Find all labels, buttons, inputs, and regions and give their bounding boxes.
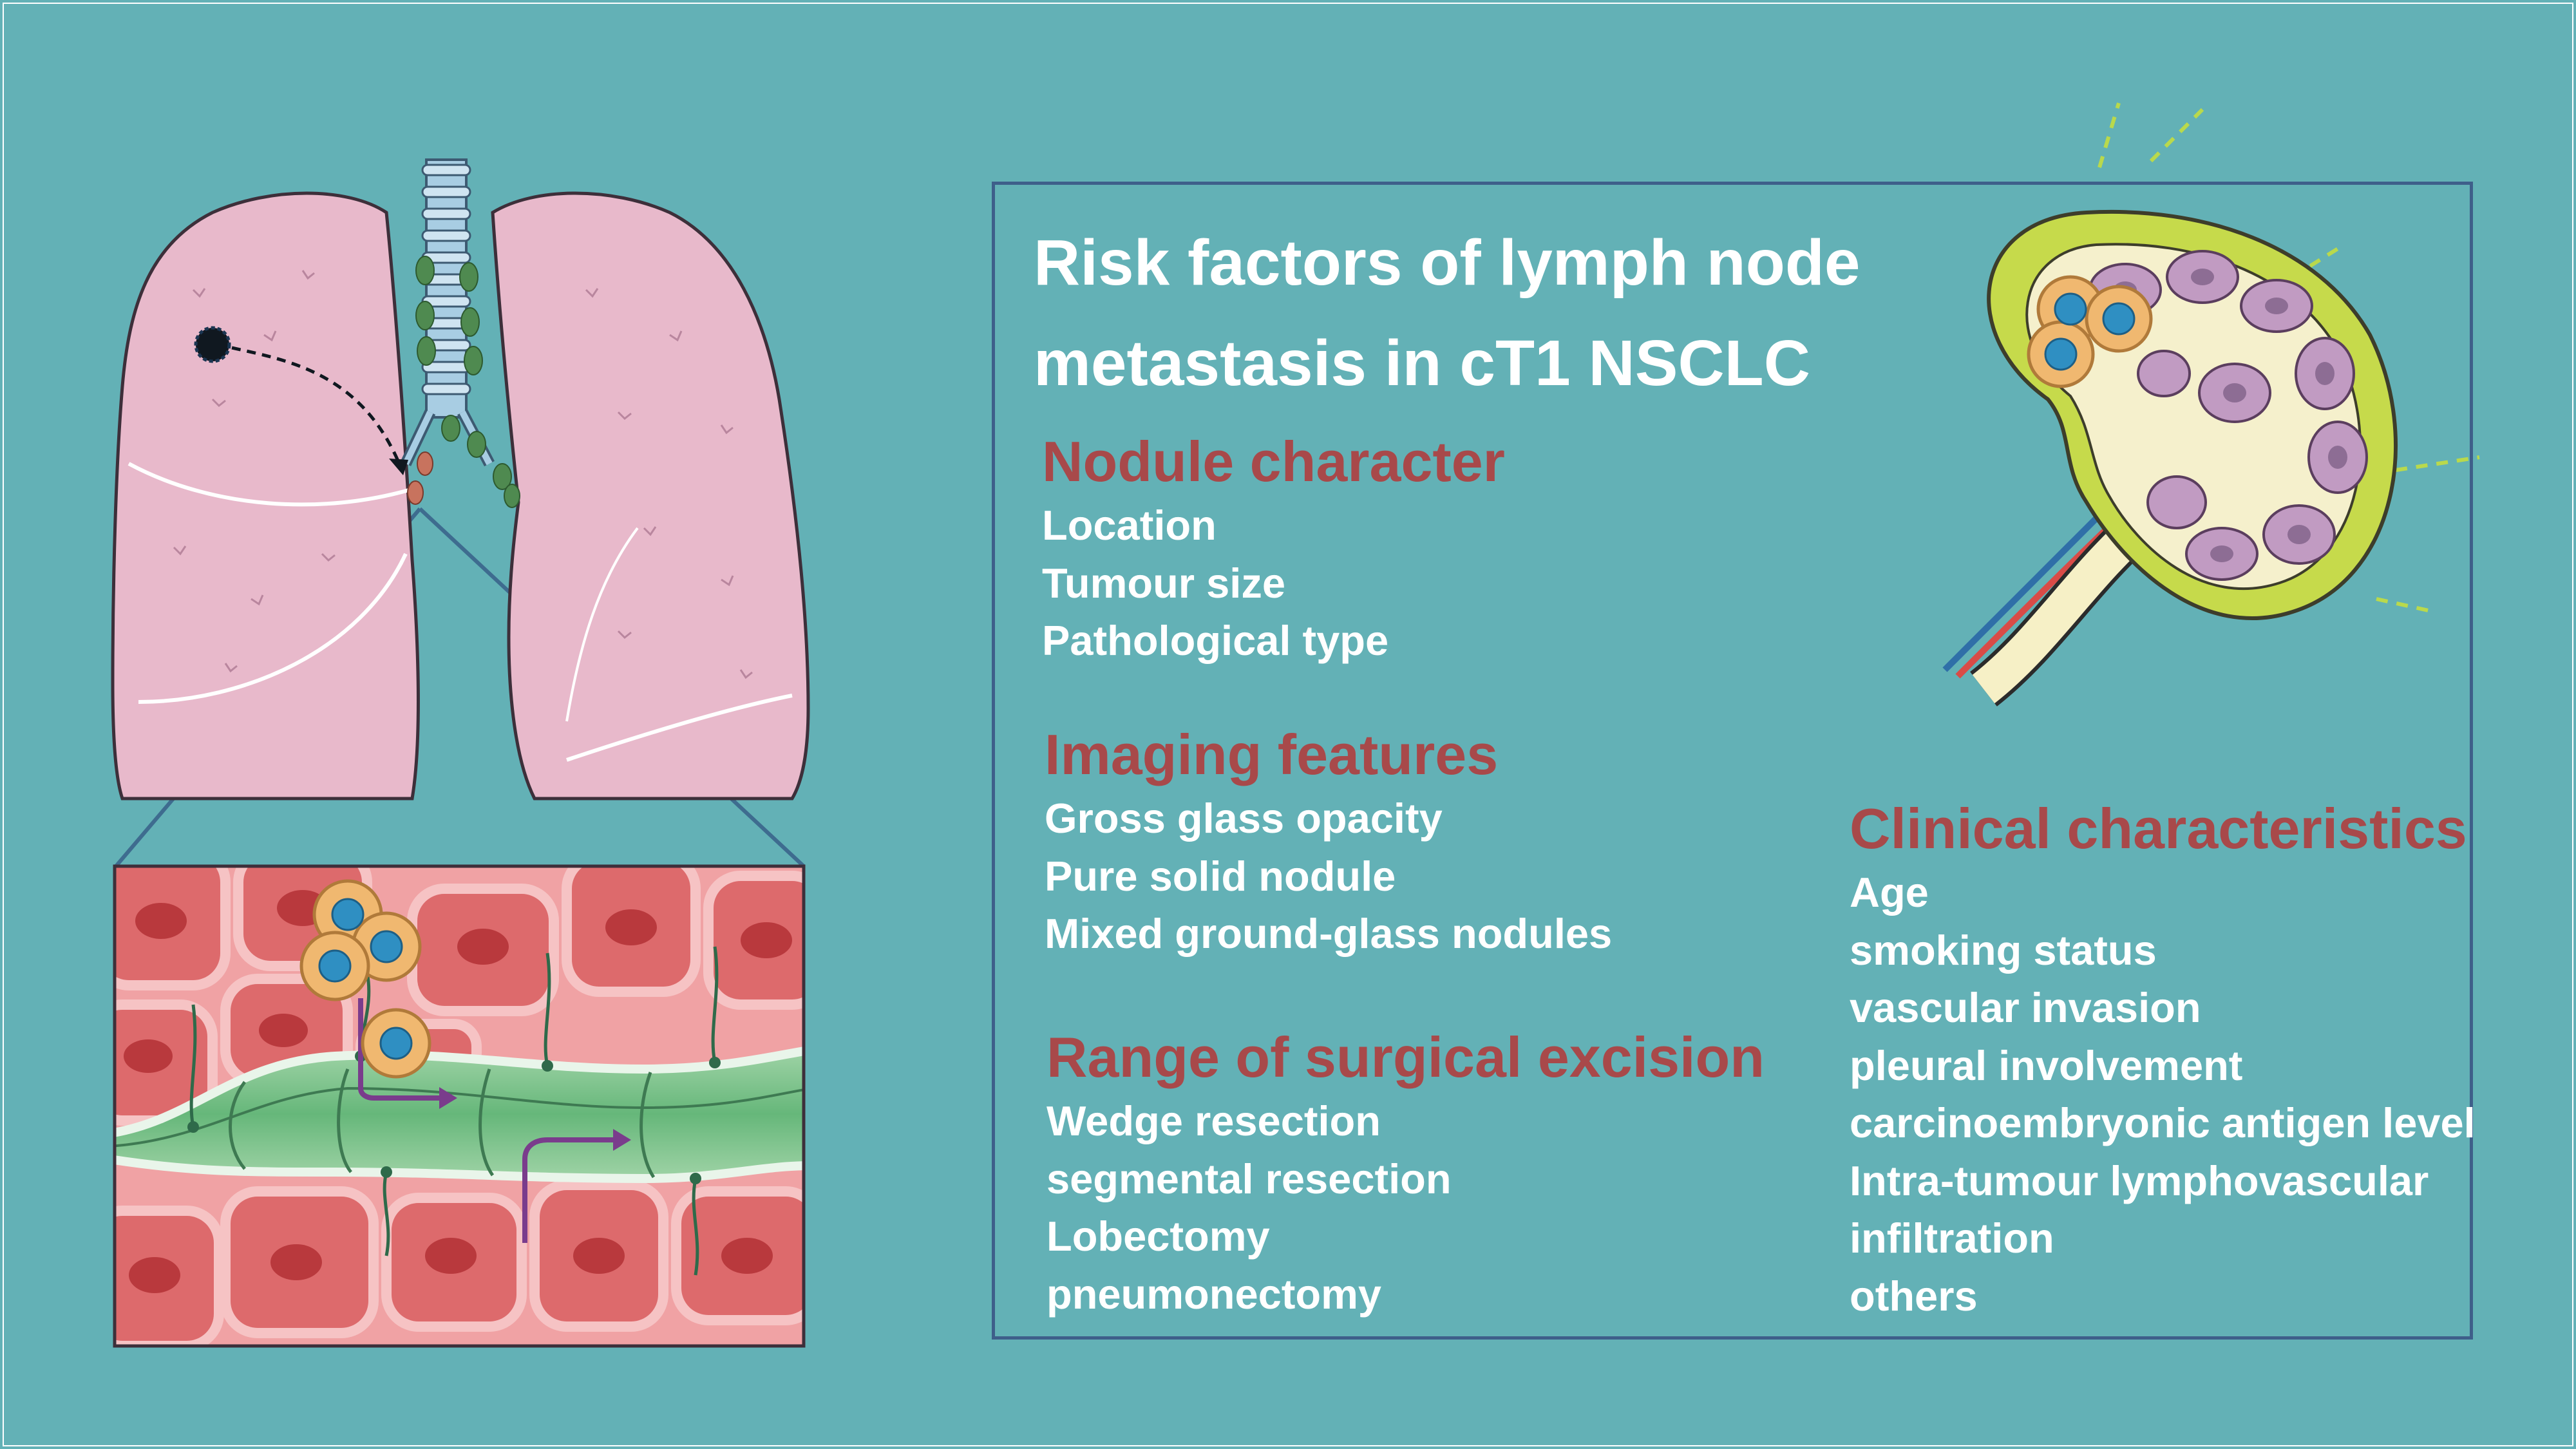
- item-list: Wedge resection segmental resection Lobe…: [1046, 1092, 1765, 1323]
- lymph-node-icon: [1942, 102, 2480, 706]
- section-imaging-features: Imaging features Gross glass opacity Pur…: [1045, 721, 1612, 963]
- list-item: smoking status: [1850, 926, 2157, 974]
- section-nodule-character: Nodule character Location Tumour size Pa…: [1042, 428, 1505, 670]
- list-item: others: [1850, 1272, 1978, 1320]
- section-heading: Clinical characteristics: [1850, 797, 2467, 860]
- section-heading: Imaging features: [1045, 723, 1499, 786]
- list-item: Mixed ground-glass nodules: [1045, 910, 1613, 957]
- list-item: segmental resection: [1046, 1155, 1452, 1202]
- list-item: pneumonectomy: [1046, 1270, 1382, 1318]
- section-heading: Nodule character: [1042, 430, 1505, 493]
- list-item: Lobectomy: [1046, 1213, 1270, 1260]
- list-item: vascular invasion: [1850, 984, 2201, 1031]
- list-item: carcinoembryonic antigen level: [1850, 1099, 2476, 1146]
- item-list: Gross glass opacity Pure solid nodule Mi…: [1045, 790, 1612, 963]
- page-title: Risk factors of lymph node metastasis in…: [1034, 227, 1861, 399]
- list-item: Intra-tumour lymphovascular: [1850, 1157, 2429, 1204]
- list-item: Pure solid nodule: [1045, 852, 1396, 900]
- item-list: Location Tumour size Pathological type: [1042, 497, 1505, 670]
- list-item: Wedge resection: [1046, 1097, 1381, 1144]
- section-heading: Range of surgical excision: [1046, 1025, 1765, 1089]
- list-item: Pathological type: [1042, 617, 1389, 664]
- risk-factors-box: [992, 182, 2473, 1340]
- section-surgical-excision: Range of surgical excision Wedge resecti…: [1046, 1024, 1765, 1323]
- list-item: pleural involvement: [1850, 1041, 2243, 1089]
- item-list: Age smoking status vascular invasion ple…: [1850, 864, 2476, 1325]
- lungs-icon: [111, 158, 810, 868]
- section-clinical-characteristics: Clinical characteristics Age smoking sta…: [1850, 795, 2476, 1325]
- list-item: Location: [1042, 502, 1217, 549]
- list-item: Gross glass opacity: [1045, 795, 1443, 842]
- list-item: Age: [1850, 869, 1929, 916]
- list-item: infiltration: [1850, 1215, 2054, 1262]
- tissue-vessel-icon: [113, 864, 806, 1348]
- list-item: Tumour size: [1042, 559, 1286, 607]
